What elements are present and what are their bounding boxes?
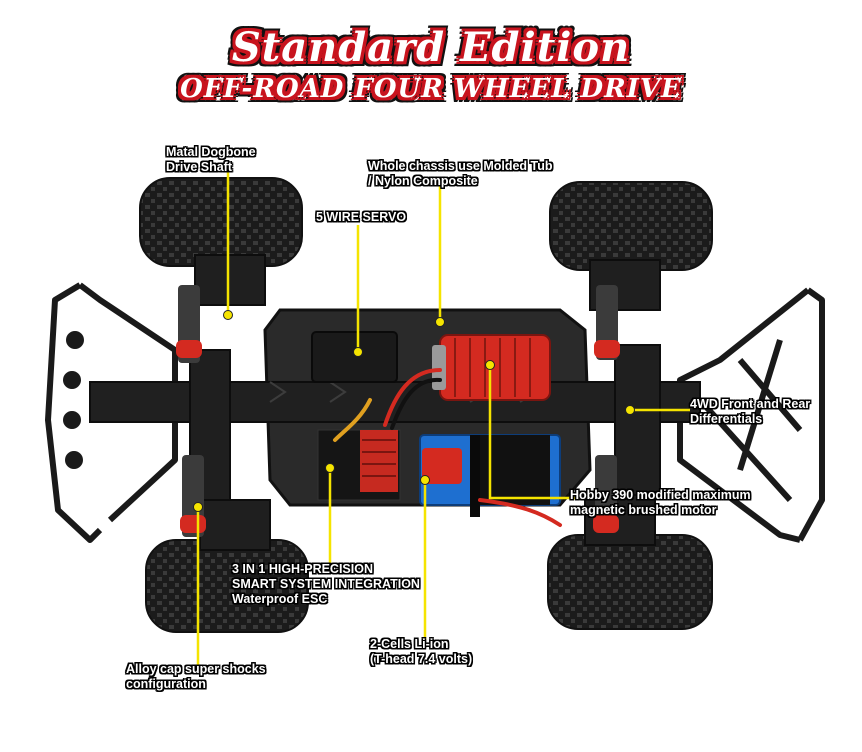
callout-differentials-line-2: Differentials [690, 412, 763, 426]
callout-servo-line-1: 5 WIRE SERVO [316, 210, 407, 224]
callout-battery-line-2: (T-head 7.4 volts) [370, 652, 473, 666]
callout-esc: 3 IN 1 HIGH-PRECISION SMART SYSTEM INTEG… [232, 562, 420, 607]
callout-motor-line-1: Hobby 390 modified maximum [570, 488, 751, 502]
callout-esc-line-3: Waterproof ESC [232, 592, 328, 606]
callout-dogbone-line-2: Drive Shaft [166, 160, 232, 174]
callout-chassis-line-1: Whole chassis use Molded Tub [368, 159, 553, 173]
callout-motor: Hobby 390 modified maximum magnetic brus… [570, 488, 751, 518]
page-title: Standard Edition [231, 24, 631, 71]
front-bumper [45, 282, 178, 543]
callout-dogbone-line-1: Matal Dogbone [166, 145, 256, 159]
shocks [176, 285, 620, 537]
rear-right-wheel [547, 534, 713, 630]
callout-shocks-line-1: Alloy cap super shocks [126, 662, 266, 676]
servo [311, 331, 398, 383]
callout-differentials: 4WD Front and Rear Differentials [690, 397, 810, 427]
callout-battery-line-1: 2-Cells Li-ion [370, 637, 449, 651]
callout-esc-line-1: 3 IN 1 HIGH-PRECISION [232, 562, 373, 576]
callout-servo: 5 WIRE SERVO [316, 210, 406, 225]
callout-shocks: Alloy cap super shocks configuration [126, 662, 266, 692]
callout-esc-line-2: SMART SYSTEM INTEGRATION [232, 577, 420, 591]
callout-battery: 2-Cells Li-ion (T-head 7.4 volts) [370, 637, 472, 667]
callout-motor-line-2: magnetic brushed motor [570, 503, 717, 517]
callout-chassis: Whole chassis use Molded Tub / Nylon Com… [368, 159, 553, 189]
callout-lines [196, 170, 690, 668]
page-subtitle: OFF-ROAD FOUR WHEEL DRIVE [180, 74, 682, 104]
front-right-wheel [549, 181, 713, 271]
callout-shocks-line-2: configuration [126, 677, 206, 691]
callout-chassis-line-2: / Nylon Composite [368, 174, 478, 188]
callout-differentials-line-1: 4WD Front and Rear [690, 397, 811, 411]
front-left-wheel [139, 177, 303, 267]
callout-dogbone: Matal Dogbone Drive Shaft [166, 145, 256, 175]
esc [317, 429, 401, 501]
